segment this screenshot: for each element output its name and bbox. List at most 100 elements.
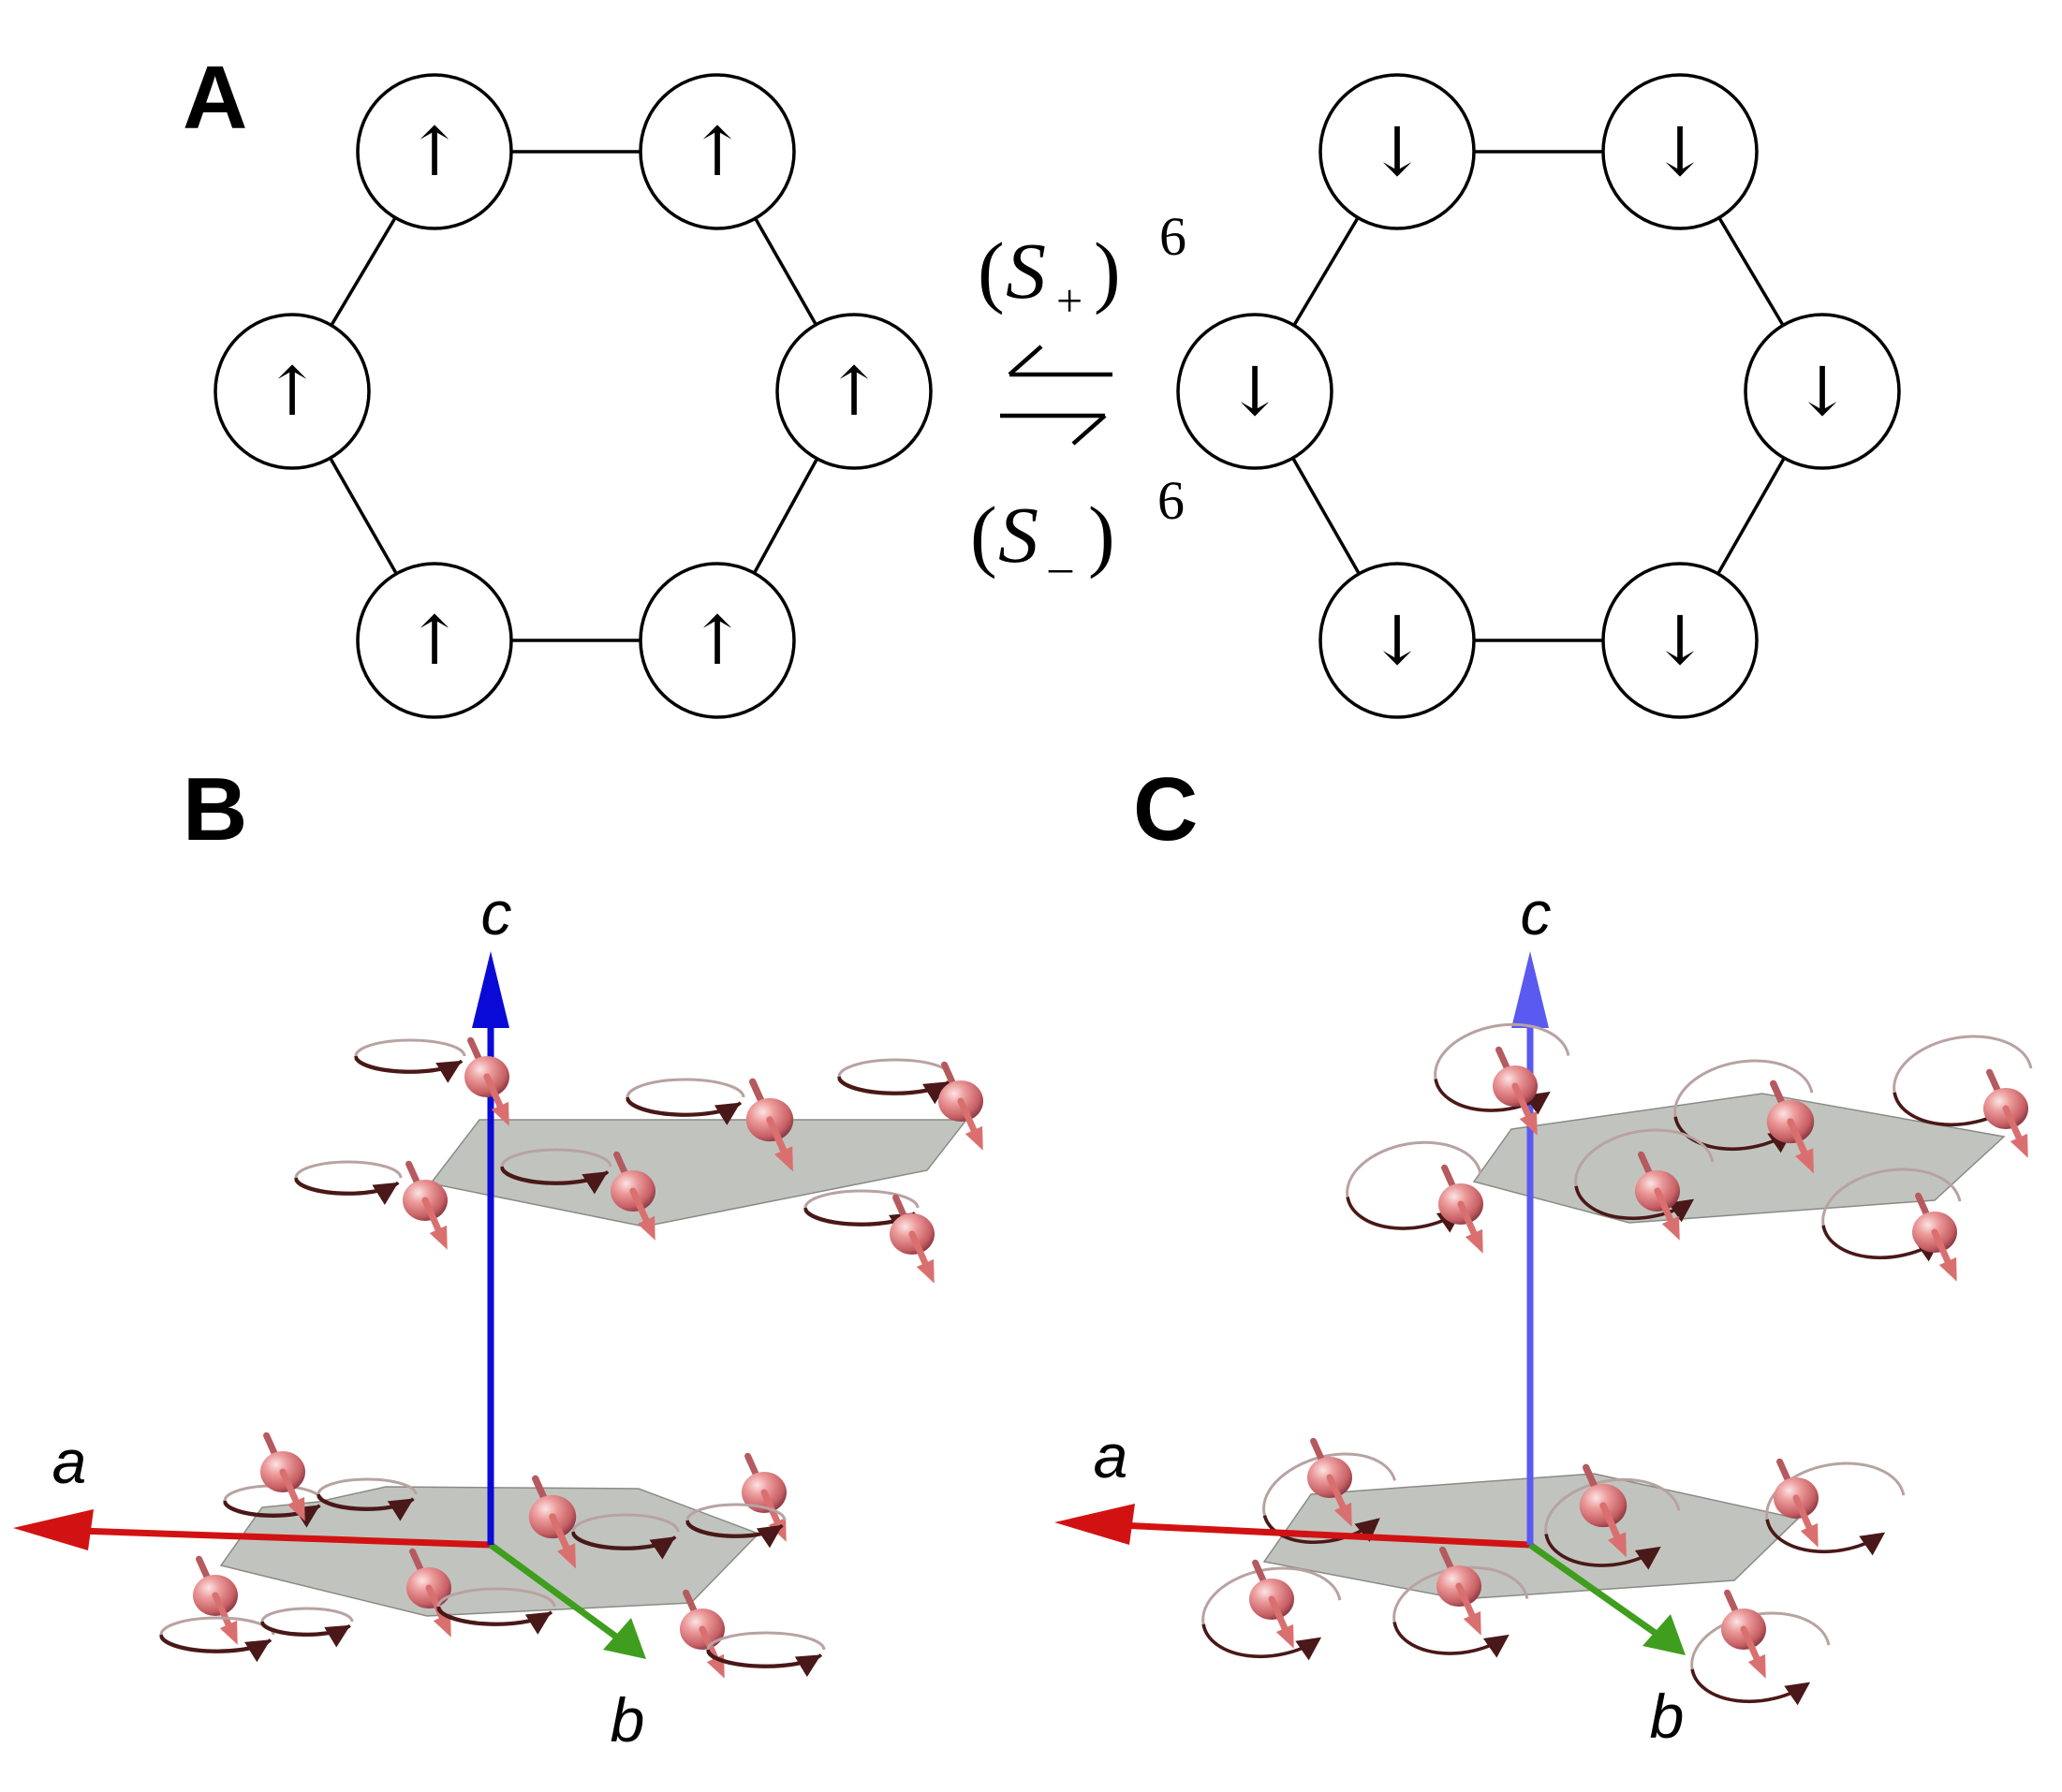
axis-label-c: c (481, 878, 512, 947)
panel-label-c: C (1133, 759, 1198, 859)
spin-moment (528, 1475, 577, 1569)
precession-orbit-icon (1673, 1059, 1814, 1153)
precession-orbit-icon (571, 1513, 680, 1560)
spin-down-arrow: ↓ (1369, 601, 1425, 680)
spin-moment (1721, 1589, 1766, 1679)
spin-site: ↓ (1601, 73, 1759, 230)
spin-up-arrow: ↑ (406, 112, 463, 191)
upper-plane (429, 1119, 968, 1227)
spin-moment (464, 1036, 509, 1126)
spin-moment (1774, 1458, 1819, 1548)
svg-text:6: 6 (1157, 470, 1185, 531)
right-hexagon-sites: ↓ ↓ ↓ ↓ ↓ ↓ (1176, 73, 1901, 719)
precession-orbit-icon (500, 1148, 612, 1195)
a-axis-line (1119, 1521, 1531, 1549)
precession-orbit-icon (1434, 1022, 1570, 1115)
a-axis-arrowhead (1054, 1504, 1135, 1545)
precession-orbit-icon (294, 1160, 403, 1205)
spin-moment (1438, 1164, 1483, 1254)
axis-label-a: a (52, 1427, 87, 1496)
svg-text:(: ( (978, 226, 1005, 316)
spin-down-arrow: ↓ (1652, 601, 1708, 680)
right-hexagon-bonds (1253, 150, 1824, 642)
spin-site: ↑ (356, 562, 513, 719)
operator-s-plus: ( S + ) 6 (978, 206, 1186, 327)
svg-text:): ) (1094, 226, 1121, 316)
operator-s-minus: ( S – ) 6 (970, 470, 1185, 593)
precession-orbit-icon (159, 1616, 275, 1663)
upper-plane (1472, 1093, 2006, 1224)
precession-orbit-icon (1201, 1566, 1342, 1661)
svg-text:S: S (998, 490, 1038, 580)
panel-b-lattice: c a b (13, 878, 983, 1755)
a-axis-arrowhead (13, 1509, 94, 1550)
panel-c-lattice: c a b (1054, 878, 2033, 1751)
precession-orbit-icon (1821, 1168, 1962, 1262)
left-hexagon-sites: ↑ ↑ ↑ ↑ ↑ ↑ (214, 73, 933, 719)
spin-up-arrow: ↑ (406, 601, 463, 680)
left-hexagon-bonds (290, 150, 856, 642)
b-axis-arrowhead (1642, 1614, 1686, 1655)
svg-text:): ) (1088, 490, 1115, 580)
svg-text:(: ( (970, 490, 997, 580)
precession-orbit-icon (626, 1078, 745, 1125)
c-axis-arrowhead (1511, 951, 1549, 1028)
spin-site: ↑ (639, 73, 796, 230)
spin-moment (890, 1194, 935, 1284)
spin-moment (1307, 1437, 1352, 1527)
axis-label-b: b (611, 1685, 645, 1755)
svg-text:+: + (1056, 274, 1083, 327)
spin-moment (1912, 1192, 1957, 1282)
panel-label-a: A (183, 48, 247, 148)
svg-text:6: 6 (1159, 206, 1186, 267)
spin-site: ↑ (775, 313, 933, 470)
spin-moment (611, 1151, 655, 1241)
svg-text:–: – (1048, 540, 1073, 593)
precession-orbit-icon (1765, 1462, 1906, 1556)
axis-label-c: c (1521, 878, 1552, 947)
precession-orbit-icon (837, 1058, 953, 1105)
precession-orbit-icon (436, 1587, 556, 1635)
spin-moment (1493, 1046, 1538, 1136)
precession-orbit-icon (354, 1038, 466, 1083)
exchange-arrows-icon (1000, 345, 1112, 446)
b-axis-arrowhead (603, 1618, 646, 1659)
spin-moment (1249, 1559, 1294, 1649)
axis-label-a: a (1094, 1421, 1128, 1491)
precession-orbit-icon (706, 1631, 826, 1678)
spin-up-arrow: ↑ (264, 352, 320, 431)
precession-orbit-icon (1544, 1477, 1681, 1570)
spin-moment (938, 1061, 983, 1151)
spin-up-arrow: ↑ (689, 112, 745, 191)
spin-site: ↓ (1601, 562, 1759, 719)
spin-moment (260, 1432, 305, 1521)
precession-orbit-icon (1574, 1128, 1715, 1223)
spin-site: ↓ (1744, 313, 1901, 470)
precession-orbit-icon (685, 1503, 787, 1549)
c-axis-arrowhead (472, 951, 509, 1028)
spin-down-arrow: ↓ (1227, 352, 1283, 431)
spin-moment (1635, 1151, 1680, 1241)
spin-moment (745, 1078, 794, 1172)
precession-orbit-icon (317, 1477, 418, 1521)
spin-moment (193, 1555, 238, 1645)
svg-text:S: S (1006, 226, 1046, 316)
axis-label-b: b (1650, 1682, 1685, 1751)
spin-down-arrow: ↓ (1794, 352, 1850, 431)
spin-moment (403, 1160, 448, 1250)
spin-moment (1766, 1080, 1815, 1174)
spin-down-arrow: ↓ (1369, 112, 1425, 191)
panel-label-b: B (183, 759, 247, 859)
precession-orbit-icon (260, 1607, 354, 1648)
spin-up-arrow: ↑ (689, 601, 745, 680)
a-axis-line (78, 1527, 492, 1549)
spin-down-arrow: ↓ (1652, 112, 1708, 191)
b-axis-line (1527, 1542, 1666, 1641)
spin-site: ↑ (214, 313, 371, 470)
spin-moment (680, 1589, 725, 1679)
spin-site: ↓ (1176, 313, 1333, 470)
spin-site: ↓ (1318, 562, 1476, 719)
precession-orbit-icon (1346, 1140, 1482, 1233)
spin-moment (1436, 1546, 1481, 1636)
